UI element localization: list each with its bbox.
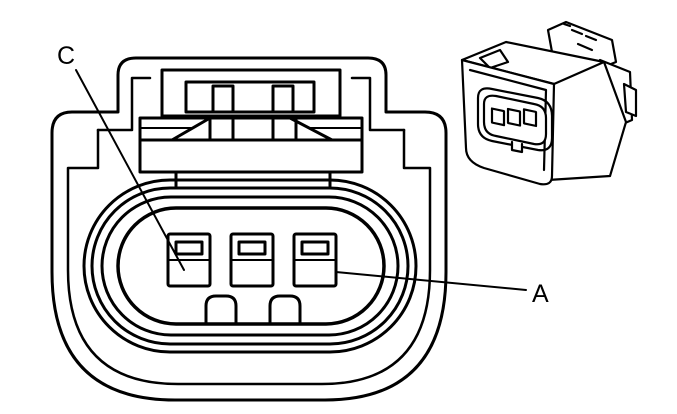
- locking-latch: [138, 68, 364, 188]
- iso-face-key: [510, 140, 524, 154]
- outer-housing-outline: [50, 56, 448, 402]
- latch-window: [184, 80, 316, 114]
- seal-ring-outer: [82, 178, 418, 354]
- connector-isometric-view: [460, 20, 638, 186]
- key-bump-right: [268, 294, 302, 326]
- leader-line-c: [75, 69, 185, 271]
- terminal-b: [229, 232, 275, 288]
- latch-lock-ramp: [170, 116, 334, 142]
- terminal-a: [292, 232, 338, 288]
- latch-tab-left: [211, 84, 235, 114]
- housing-shoulder-right: [350, 76, 406, 132]
- iso-top-notch: [478, 48, 510, 70]
- leader-line-a: [335, 271, 527, 291]
- latch-tab-right: [271, 84, 295, 114]
- iso-terminal-a: [522, 108, 538, 128]
- connector-face-view: [50, 56, 527, 402]
- iso-latch-ribs: [562, 22, 598, 52]
- pin-a-label: A: [532, 280, 549, 308]
- key-bump-left: [204, 294, 238, 326]
- latch-base: [138, 138, 364, 174]
- iso-rear-tab: [622, 82, 638, 118]
- inner-housing-outline: [66, 128, 432, 386]
- iso-terminal-b: [506, 107, 522, 127]
- iso-face-inner-rim: [468, 68, 548, 172]
- iso-cavity-ring: [476, 87, 554, 152]
- iso-terminal-c: [490, 107, 506, 127]
- terminal-cavity: [116, 206, 386, 326]
- seal-ring-middle: [90, 186, 410, 346]
- terminal-c: [166, 232, 212, 288]
- seal-ring-inner: [100, 195, 400, 337]
- housing-shoulder-left: [96, 76, 152, 132]
- pin-c-label: C: [57, 42, 75, 70]
- latch-frame: [160, 68, 342, 118]
